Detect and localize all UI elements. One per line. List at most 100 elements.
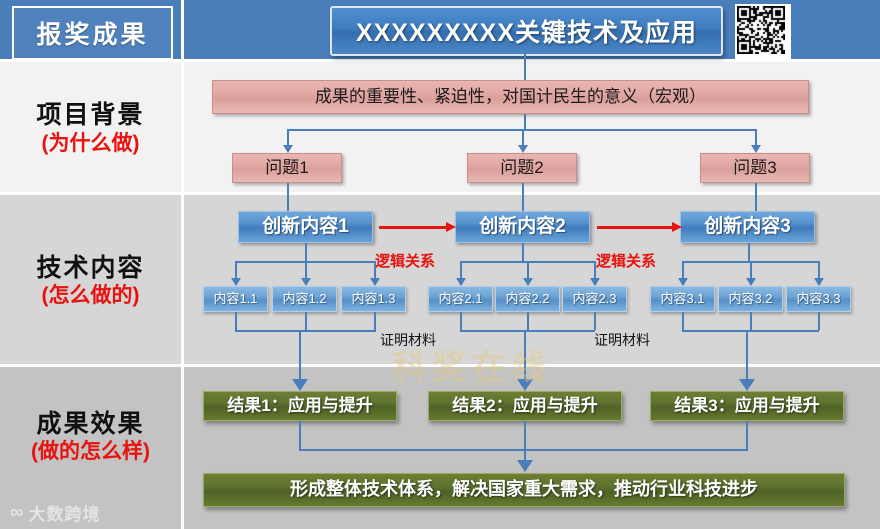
merge-c31 bbox=[682, 312, 684, 330]
column-divider bbox=[181, 0, 184, 529]
proof-label-2: 证明材料 bbox=[594, 332, 650, 348]
merge-c22 bbox=[527, 312, 529, 330]
row-label-background: 项目背景 (为什么做) bbox=[0, 62, 181, 195]
result-box-2: 结果2：应用与提升 bbox=[428, 391, 622, 421]
qr-code-icon bbox=[735, 4, 791, 60]
merge-bus-3 bbox=[682, 330, 819, 332]
logic-label-1: 逻辑关系 bbox=[375, 253, 436, 270]
arrow-c31 bbox=[678, 278, 688, 286]
connector-inn3-down bbox=[748, 243, 750, 261]
connector-r1-down bbox=[299, 421, 301, 449]
arrow-c13 bbox=[370, 278, 380, 286]
summary-bus bbox=[299, 449, 748, 451]
row-label-results-sub: (做的怎么样) bbox=[31, 440, 150, 464]
problem-text-1: 问题1 bbox=[265, 157, 309, 177]
content-box-1-1: 内容1.1 bbox=[203, 286, 268, 312]
connector-problem2-to-inn2 bbox=[522, 183, 524, 211]
row-label-results: 成果效果 (做的怎么样) bbox=[0, 367, 181, 507]
connector-inn2-to-c22 bbox=[527, 261, 529, 278]
connector-to-problem-1 bbox=[287, 129, 289, 145]
content-text-1-1: 内容1.1 bbox=[213, 290, 258, 306]
logo-infinity-icon: ∞ bbox=[10, 501, 24, 523]
arrow-result-3 bbox=[739, 379, 755, 391]
problem-box-1: 问题1 bbox=[232, 153, 342, 183]
problem-text-2: 问题2 bbox=[500, 157, 544, 177]
logic-arrow-1 bbox=[379, 222, 456, 232]
row-label-tech-main: 技术内容 bbox=[36, 253, 145, 282]
connector-problem3-to-inn3 bbox=[755, 183, 757, 211]
connector-inn1-to-c11 bbox=[235, 261, 237, 278]
innovation-box-1: 创新内容1 bbox=[238, 211, 373, 243]
connector-inn1-down bbox=[305, 243, 307, 261]
connector-inn2-to-c23 bbox=[594, 261, 596, 278]
connector-macro-down bbox=[524, 114, 526, 129]
merge-c21 bbox=[460, 312, 462, 330]
merge-bus-2 bbox=[460, 330, 595, 332]
content-text-3-2: 内容3.2 bbox=[728, 290, 773, 306]
content-box-3-1: 内容3.1 bbox=[650, 286, 715, 312]
connector-inn3-to-c32 bbox=[750, 261, 752, 278]
connector-to-problem-3 bbox=[755, 129, 757, 145]
connector-summary-down bbox=[524, 421, 526, 461]
band-separator-1 bbox=[0, 59, 880, 62]
row-label-background-main: 项目背景 bbox=[36, 101, 145, 130]
merge-down-2 bbox=[524, 330, 526, 380]
connector-to-problem-2 bbox=[522, 129, 524, 145]
macro-significance-text: 成果的重要性、紧迫性，对国计民生的意义（宏观） bbox=[315, 86, 706, 106]
row-label-tech-sub: (怎么做的) bbox=[41, 284, 140, 308]
merge-c23 bbox=[594, 312, 596, 330]
slide-title-box: XXXXXXXXX关键技术及应用 bbox=[330, 6, 723, 56]
row-label-tech: 技术内容 (怎么做的) bbox=[0, 195, 181, 367]
connector-title-to-macro bbox=[524, 52, 526, 80]
result-box-1: 结果1：应用与提升 bbox=[203, 391, 397, 421]
innovation-text-3: 创新内容3 bbox=[704, 215, 791, 237]
content-box-3-2: 内容3.2 bbox=[718, 286, 783, 312]
content-text-2-2: 内容2.2 bbox=[505, 290, 550, 306]
content-box-2-2: 内容2.2 bbox=[495, 286, 560, 312]
merge-bus-1 bbox=[235, 330, 376, 332]
connector-inn2-down bbox=[522, 243, 524, 261]
arrow-problem-3 bbox=[751, 145, 761, 153]
arrow-problem-1 bbox=[283, 145, 293, 153]
merge-c32 bbox=[750, 312, 752, 330]
proof-label-1: 证明材料 bbox=[380, 332, 436, 348]
content-box-2-1: 内容2.1 bbox=[428, 286, 493, 312]
connector-macro-bus bbox=[287, 129, 755, 131]
connector-problem1-to-inn1 bbox=[287, 183, 289, 211]
arrow-result-1 bbox=[292, 379, 308, 391]
content-text-3-1: 内容3.1 bbox=[660, 290, 705, 306]
result-text-1: 结果1：应用与提升 bbox=[227, 395, 373, 415]
innovation-box-3: 创新内容3 bbox=[680, 211, 815, 243]
content-text-1-2: 内容1.2 bbox=[282, 290, 327, 306]
merge-c13 bbox=[374, 312, 376, 330]
macro-significance-box: 成果的重要性、紧迫性，对国计民生的意义（宏观） bbox=[212, 80, 809, 114]
summary-box: 形成整体技术体系，解决国家重大需求，推动行业科技进步 bbox=[203, 473, 845, 507]
connector-inn2-to-c21 bbox=[460, 261, 462, 278]
innovation-text-1: 创新内容1 bbox=[262, 215, 349, 237]
logo-text: 大数跨境 bbox=[28, 505, 101, 524]
arrow-c11 bbox=[231, 278, 241, 286]
content-text-3-3: 内容3.3 bbox=[796, 290, 841, 306]
innovation-box-2: 创新内容2 bbox=[455, 211, 590, 243]
connector-inn3-to-c33 bbox=[818, 261, 820, 278]
result-text-2: 结果2：应用与提升 bbox=[452, 395, 598, 415]
arrow-c33 bbox=[814, 278, 824, 286]
award-result-text: 报奖成果 bbox=[36, 21, 149, 49]
connector-inn3-to-c31 bbox=[682, 261, 684, 278]
innovation-text-2: 创新内容2 bbox=[479, 215, 566, 237]
merge-c33 bbox=[818, 312, 820, 330]
arrow-c21 bbox=[456, 278, 466, 286]
band-separator-2 bbox=[0, 192, 880, 195]
content-box-1-3: 内容1.3 bbox=[341, 286, 406, 312]
content-box-1-2: 内容1.2 bbox=[272, 286, 337, 312]
merge-c12 bbox=[305, 312, 307, 330]
logic-arrow-2 bbox=[597, 222, 682, 232]
row-label-background-sub: (为什么做) bbox=[41, 131, 140, 155]
slide-title-text: XXXXXXXXX关键技术及应用 bbox=[355, 19, 698, 47]
row-label-column: 报奖成果 项目背景 (为什么做) 技术内容 (怎么做的) 成果效果 (做的怎么样… bbox=[0, 0, 181, 529]
problem-text-3: 问题3 bbox=[733, 157, 777, 177]
connector-r3-down bbox=[746, 421, 748, 449]
award-result-label: 报奖成果 bbox=[12, 6, 173, 60]
row-label-results-main: 成果效果 bbox=[36, 409, 145, 438]
arrow-c12 bbox=[301, 278, 311, 286]
